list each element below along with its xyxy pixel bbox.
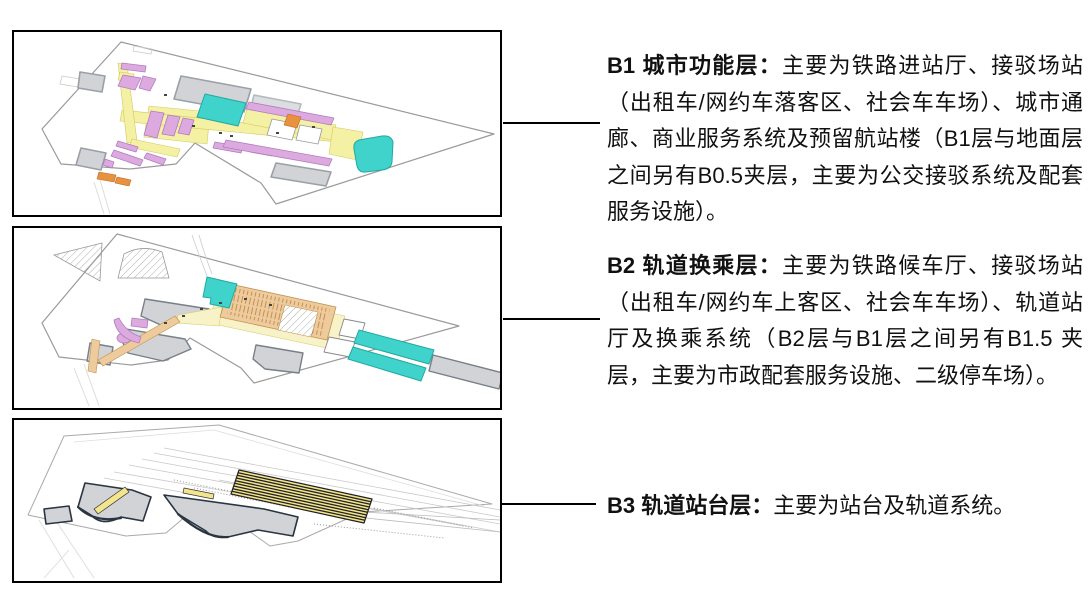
b3-plan-panel bbox=[12, 418, 502, 583]
b3-description-body: 主要为站台及轨道系统。 bbox=[773, 493, 1016, 518]
b2-description: B2 轨道换乘层：主要为铁路候车厅、接驳场站（出租车/网约车上客区、社会车车场）… bbox=[607, 248, 1083, 394]
connector-line-b2 bbox=[503, 318, 600, 320]
b3-navy-edges bbox=[76, 505, 230, 539]
b2-plan-drawing bbox=[41, 233, 500, 407]
b2-detail-marks bbox=[164, 298, 272, 324]
b1-cyan-zones bbox=[196, 93, 394, 173]
b1-pink-blocks bbox=[102, 62, 335, 169]
b3-platform-stripes bbox=[230, 469, 373, 524]
connector-line-b3 bbox=[501, 503, 596, 505]
b1-plan-panel bbox=[12, 30, 502, 217]
b1-description-lead: B1 城市功能层： bbox=[607, 53, 782, 78]
b3-plan-drawing bbox=[27, 424, 500, 579]
b2-plan-panel bbox=[12, 226, 502, 410]
b3-description-lead: B3 轨道站台层： bbox=[607, 493, 774, 518]
b2-description-lead: B2 轨道换乘层： bbox=[607, 253, 782, 278]
connector-line-b1 bbox=[503, 122, 600, 124]
b1-detail-marks bbox=[164, 94, 315, 137]
b2-hatched-zones bbox=[52, 242, 170, 282]
b3-description: B3 轨道站台层：主要为站台及轨道系统。 bbox=[607, 488, 1083, 525]
b1-description-body: 主要为铁路进站厅、接驳场站（出租车/网约车落客区、社会车车场）、城市通廊、商业服… bbox=[607, 53, 1083, 224]
b1-orange-blocks bbox=[96, 113, 302, 187]
b1-plan-drawing bbox=[41, 41, 495, 215]
b2-cyan-zones bbox=[202, 276, 435, 382]
b2-description-body: 主要为铁路候车厅、接驳场站（出租车/网约车上客区、社会车车场）、轨道站厅及换乘系… bbox=[607, 253, 1083, 388]
b2-parking-area bbox=[219, 283, 337, 341]
b2-pink-shapes bbox=[113, 317, 149, 344]
b1-description: B1 城市功能层：主要为铁路进站厅、接驳场站（出租车/网约车落客区、社会车车场）… bbox=[607, 48, 1083, 231]
b3-yellow-strips bbox=[93, 486, 215, 515]
